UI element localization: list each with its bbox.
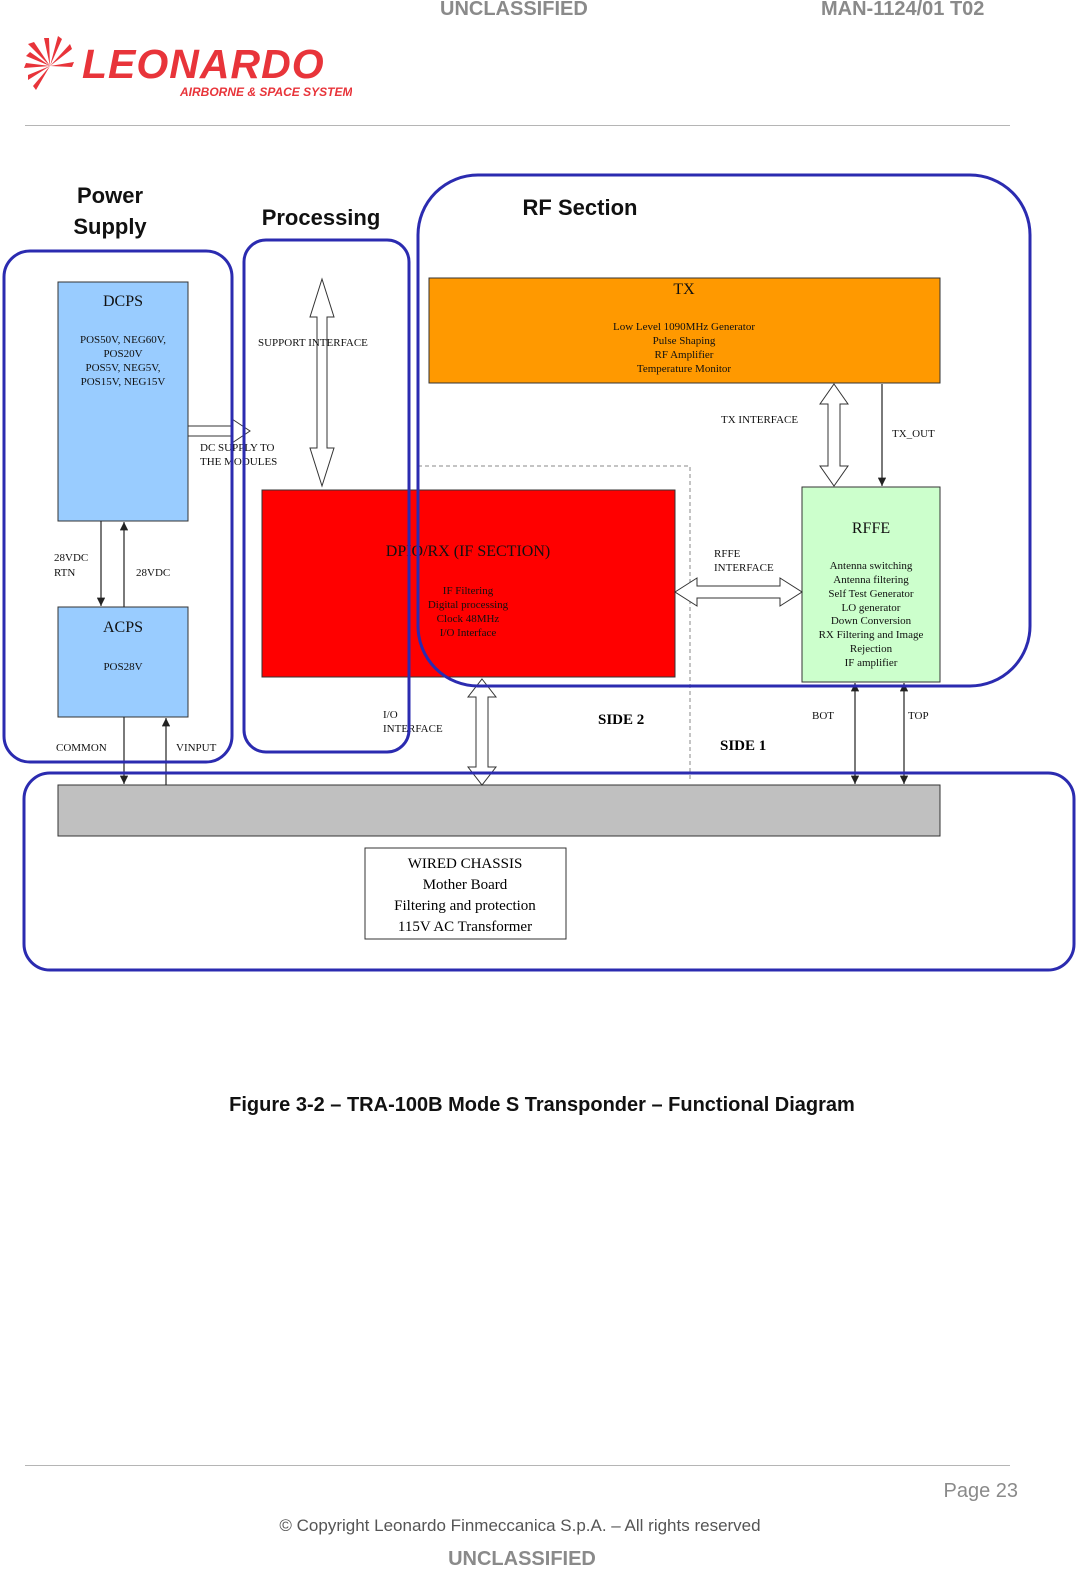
chassis-line: WIRED CHASSIS: [408, 856, 523, 872]
dcps-line: POS50V, NEG60V,: [80, 334, 166, 346]
chassis-line: Mother Board: [423, 877, 508, 893]
rffe-interface-arrow: [674, 577, 803, 607]
page-number: Page 23: [943, 1480, 1018, 1502]
power-supply-group: [2, 249, 234, 764]
rffe-line: IF amplifier: [845, 657, 898, 669]
rffe-line: Down Conversion: [831, 615, 912, 627]
acps-block: [57, 606, 189, 718]
dpio-line: I/O Interface: [440, 627, 497, 639]
dpio-title: DPIO/RX (IF SECTION): [386, 543, 550, 560]
tx-line: Pulse Shaping: [653, 335, 716, 347]
group-title-power-supply: Supply: [73, 214, 147, 239]
chassis-line: Filtering and protection: [394, 898, 536, 914]
footer-rule: [25, 1465, 1010, 1466]
dpio-line: Clock 48MHz: [437, 613, 500, 625]
label-rffe-interface: RFFE: [714, 548, 741, 560]
figure-caption: Figure 3-2 – TRA-100B Mode S Transponder…: [229, 1094, 855, 1116]
label-bot: BOT: [812, 710, 834, 722]
dcps-line: POS20V: [103, 348, 142, 360]
acps-line: POS28V: [103, 661, 142, 673]
rf-section-group: [416, 173, 1032, 688]
copyright: © Copyright Leonardo Finmeccanica S.p.A.…: [279, 1516, 761, 1535]
label-dc-supply: THE MODULES: [200, 456, 277, 468]
label-io-interface: INTERFACE: [383, 723, 443, 735]
logo-brand: LEONARDO: [82, 41, 325, 87]
label-side2: SIDE 2: [598, 712, 644, 728]
rffe-line: Self Test Generator: [828, 588, 914, 600]
acps-title: ACPS: [103, 619, 143, 636]
label-dc-supply: DC SUPPLY TO: [200, 442, 275, 454]
rffe-line: Antenna switching: [830, 560, 913, 572]
label-28vdc-rtn: RTN: [54, 567, 75, 579]
leonardo-logo: LEONARDO AIRBORNE & SPACE SYSTEMS: [24, 36, 352, 99]
processing-group: [242, 238, 411, 754]
io-interface-arrow: [466, 678, 498, 786]
label-common: COMMON: [56, 742, 107, 754]
dcps-title: DCPS: [103, 293, 143, 310]
chassis-line: 115V AC Transformer: [398, 919, 532, 935]
footer-classification: UNCLASSIFIED: [448, 1548, 596, 1570]
tx-line: Low Level 1090MHz Generator: [613, 321, 755, 333]
chassis-group: [22, 771, 1076, 972]
dpio-block: [261, 489, 676, 678]
group-title-power-supply: Power: [77, 183, 143, 208]
label-io-interface: I/O: [383, 709, 398, 721]
label-tx-interface: TX INTERFACE: [721, 414, 798, 426]
label-tx-out: TX_OUT: [892, 428, 935, 440]
rffe-title: RFFE: [852, 520, 890, 537]
tx-title: TX: [673, 281, 695, 298]
tx-interface-arrow: [819, 383, 849, 487]
label-28vdc: 28VDC: [136, 567, 170, 579]
group-title-rf-section: RF Section: [523, 195, 638, 220]
rffe-line: Rejection: [850, 643, 893, 655]
header-document-id: MAN-1124/01 T02: [821, 0, 985, 20]
label-side1: SIDE 1: [720, 738, 766, 754]
rffe-block: [801, 486, 941, 683]
label-vinput: VINPUT: [176, 742, 217, 754]
rffe-line: LO generator: [842, 602, 901, 614]
dpio-line: IF Filtering: [443, 585, 494, 597]
logo-starburst-icon: [24, 36, 74, 90]
rffe-line: Antenna filtering: [833, 574, 909, 586]
rffe-line: RX Filtering and Image: [819, 629, 924, 641]
label-top: TOP: [908, 710, 929, 722]
tx-line: RF Amplifier: [655, 349, 714, 361]
functional-diagram: DCPS POS50V, NEG60V, POS20V POS5V, NEG5V…: [2, 173, 1076, 972]
chassis-box: [364, 847, 567, 940]
chassis-bar: [57, 784, 941, 837]
support-interface-arrow: [309, 277, 335, 488]
tx-line: Temperature Monitor: [637, 363, 732, 375]
tx-block: [428, 277, 941, 384]
dcps-line: POS5V, NEG5V,: [85, 362, 160, 374]
logo-subtitle: AIRBORNE & SPACE SYSTEMS: [179, 85, 352, 99]
header-classification: UNCLASSIFIED: [440, 0, 588, 20]
group-title-processing: Processing: [262, 205, 381, 230]
dpio-line: Digital processing: [428, 599, 509, 611]
header-rule: [25, 125, 1010, 126]
dcps-block: [57, 281, 189, 522]
dcps-line: POS15V, NEG15V: [81, 376, 166, 388]
dc-supply-arrow: [187, 418, 251, 444]
label-support-interface: SUPPORT INTERFACE: [258, 337, 368, 349]
label-rffe-interface: INTERFACE: [714, 562, 774, 574]
label-28vdc-rtn: 28VDC: [54, 552, 88, 564]
